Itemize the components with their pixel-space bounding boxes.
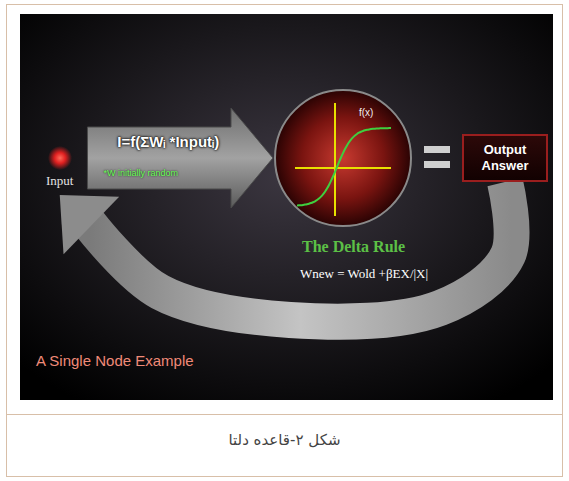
activation-circle: f(x) [273,88,413,228]
input-dot [48,146,72,170]
input-node: Input [40,146,79,189]
y-axis [334,103,336,216]
figure-caption: شکل ۲-قاعده دلتا [6,431,563,449]
feedback-arrow [60,182,512,322]
note-label: *W initially random [103,168,178,178]
edge-label: The Delta Rule [302,238,405,256]
edge-label: I=f(ΣWᵢ *Inputᵢ) [117,133,219,150]
caption-divider [7,414,563,415]
figure-frame [7,5,563,477]
equals-bar [424,146,450,153]
input-arrow [87,108,273,208]
node-label: f(x) [359,107,373,118]
arrow-head [60,195,119,254]
node-label: Input [46,173,73,189]
activation-graph [273,88,413,228]
node-label: Output Answer [472,142,538,174]
equals-bar [424,161,450,168]
output-box: Output Answer [462,134,548,182]
x-axis [295,167,391,169]
note-label: A Single Node Example [36,352,194,369]
input-dot-glow [48,146,72,170]
slide-panel [20,14,553,400]
node-circle [275,90,411,226]
sigmoid-curve [297,128,391,205]
block-arrow [87,108,273,208]
note-label: Wnew = Wold +βEX/|X| [300,266,428,282]
